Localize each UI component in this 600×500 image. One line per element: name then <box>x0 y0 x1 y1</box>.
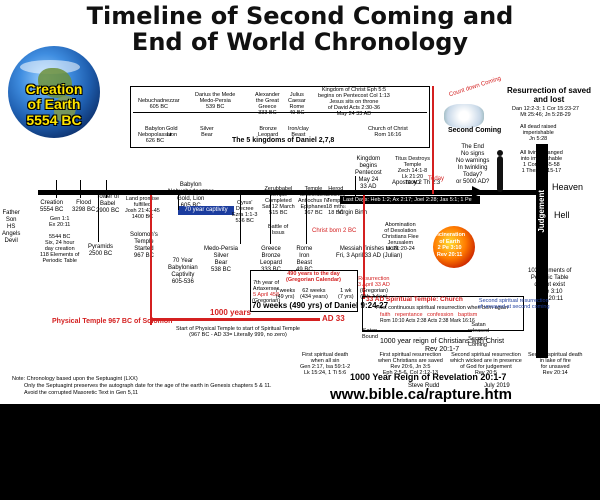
virgin-birth: Virgin Birth <box>338 210 368 216</box>
footer-heading: 1000 Year Reign of Revelation 20:1-7 <box>350 372 507 382</box>
last-days-bar: Last Days: Heb 1:2; Ax 2:17; Joel 2:28; … <box>340 196 480 211</box>
ad33-red-line <box>363 195 365 299</box>
figure-icon <box>497 156 503 192</box>
solomon-temple-label: Physical Temple 967 BC of Solomon <box>52 318 173 325</box>
resurrection-heading: Resurrection of saved and lost <box>506 86 592 104</box>
steps: faith repentance confession baptism <box>380 312 478 318</box>
captivity-bar: 70 year captivity <box>178 206 234 215</box>
title-line-1: Timeline of Second Coming and <box>86 2 514 30</box>
weeks-one-count: 1 wk(7 yrs) <box>338 288 354 300</box>
title-line-2: End of World Chronology <box>131 28 469 56</box>
first-resurrection: First continuous spiritual resurrection … <box>376 305 509 311</box>
second-coming-label: Second Coming <box>448 127 502 134</box>
kingdoms-heading: The 5 kingdoms of Daniel 2,7,8 <box>232 137 335 144</box>
judgement-bar <box>536 144 548 358</box>
weeks-box <box>250 270 358 312</box>
count-down: Count down Coming <box>448 75 502 99</box>
second-coming-cloud-icon <box>444 104 484 128</box>
arrow-head-icon <box>472 186 484 198</box>
date: July 2019 <box>484 383 510 389</box>
event-today: Today <box>428 176 445 182</box>
globe-label-3: 5554 BC <box>26 112 82 128</box>
note-line-3: Avoid the corrupted Masoretic Text in Ge… <box>24 390 139 396</box>
today-red-line <box>432 86 434 194</box>
website-link[interactable]: www.bible.ca/rapture.htm <box>330 386 512 403</box>
note-line-2: Only the Septuagint preserves the autogr… <box>24 383 272 389</box>
globe-label-1: Creation <box>25 81 83 97</box>
judgement-label: Judgement <box>537 190 546 233</box>
main-timeline-bar <box>38 190 536 195</box>
author: Steve Rudd <box>408 383 440 389</box>
reign: 1000 year reign of Christians with Chris… <box>380 338 505 353</box>
hell-label: Hell <box>554 210 570 220</box>
solomon-red-line <box>150 195 152 325</box>
kingdoms-box <box>130 86 430 148</box>
event-apostacy: Apostacy 2 Th 2:3 <box>392 180 441 186</box>
weeks-heading: 70 weeks (490 yrs) of Daniel 9:24-27 <box>252 301 389 310</box>
note-line-1: Note: Chronology based upon the Septuagi… <box>12 376 138 382</box>
spiritual-temple: 33 AD Spiritual Temple: Church <box>366 296 463 303</box>
weeks-sixtytwo-count: 62 weeks(434 years) <box>300 288 328 300</box>
step-refs: Rom 10:10 Acts 2:38 Acts 2:38 Mark 16:16 <box>380 318 475 324</box>
heaven-label: Heaven <box>552 182 584 192</box>
globe-image <box>8 46 100 138</box>
globe-label-2: of Earth <box>27 96 81 112</box>
thousand-years-bar <box>150 318 320 321</box>
burning-earth-icon <box>433 226 475 268</box>
thousand-years: 1000 years <box>210 308 251 317</box>
weeks-seven-count: 7 weeks(49 yrs) <box>275 288 296 300</box>
christ-born: Christ born 2 BC <box>312 228 357 234</box>
ad33-label: AD 33 <box>322 314 345 323</box>
thousand-note: Start of Physical Temple to start of Spi… <box>176 326 300 338</box>
footer-band <box>0 404 600 500</box>
weeks-490-label: 490 years to the day(Gregorian Calendar) <box>286 271 342 283</box>
